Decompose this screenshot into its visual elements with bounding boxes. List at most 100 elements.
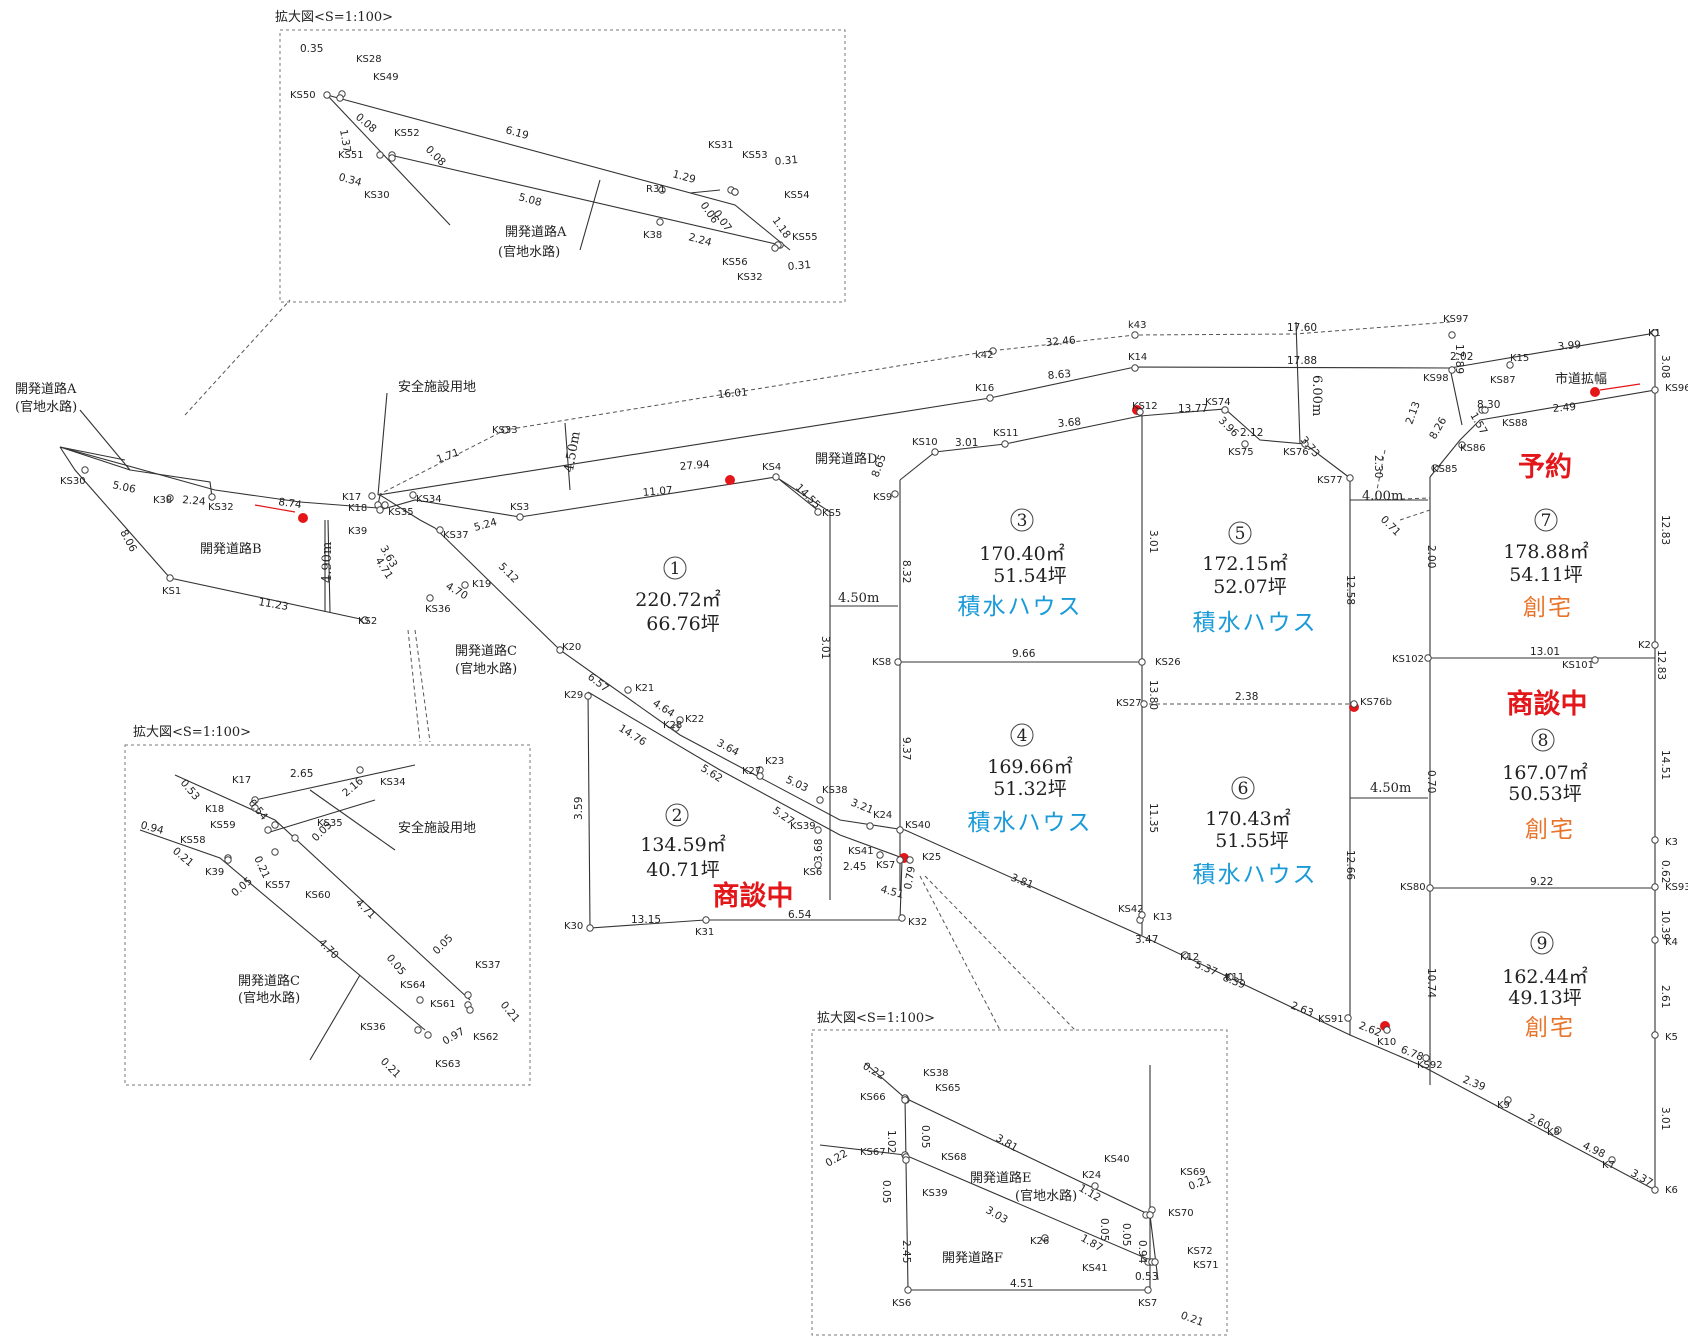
survey-point-label: KS27 — [1116, 698, 1142, 709]
dimension-label: 8.32 — [900, 560, 912, 583]
inset-dimension-label: 0.97 — [441, 1026, 467, 1048]
lot-2-sqm: 134.59㎡ — [640, 833, 725, 856]
survey-point-label: K19 — [472, 579, 491, 590]
survey-point-node — [426, 594, 434, 602]
dimension-label: 6.78 — [1399, 1044, 1425, 1064]
lot-7[interactable]: 予約 7 178.88㎡ 54.11坪 創宅 — [1503, 451, 1588, 621]
lot-1-number: 1 — [670, 559, 681, 579]
survey-point-label: K7 — [1602, 1160, 1615, 1171]
inset-dimension-label: 0.21 — [1179, 1310, 1205, 1329]
inset-dimension-label: 0.21 — [378, 1056, 403, 1081]
dimension-label: 12.58 — [1344, 575, 1356, 605]
survey-point-label: k43 — [1128, 320, 1147, 331]
inset-dimension-label: 0.05 — [431, 932, 456, 957]
lot-3[interactable]: 3 170.40㎡ 51.54坪 積水ハウス — [958, 508, 1083, 620]
inset-point-label: K39 — [205, 867, 224, 878]
survey-point-label: K38 — [153, 495, 172, 506]
survey-point-node — [1144, 1286, 1152, 1294]
lot-9[interactable]: 9 162.44㎡ 49.13坪 創宅 — [1502, 931, 1588, 1041]
inset-point-label: K38 — [643, 230, 662, 241]
survey-point-label: KS38 — [822, 785, 848, 796]
dimension-label: 14.55 — [793, 482, 823, 512]
lot-5[interactable]: 5 172.15㎡ 52.07坪 積水ハウス — [1193, 521, 1318, 636]
dimension-label: 13.15 — [631, 914, 661, 926]
inset-dimension-label: 0.22 — [824, 1148, 850, 1170]
width-600-label: 6.00m — [1309, 375, 1324, 416]
survey-point-label: KS32 — [208, 502, 234, 513]
lot-4-sqm: 169.66㎡ — [987, 755, 1072, 778]
road-c-label-line1: 開発道路C — [455, 643, 517, 659]
lot-8[interactable]: 商談中 8 167.07㎡ 50.53坪 創宅 — [1502, 688, 1587, 843]
lot-3-sqm: 170.40㎡ — [979, 542, 1064, 565]
inset-point-label: KS39 — [922, 1188, 948, 1199]
lot-1[interactable]: 1 220.72㎡ 66.76坪 — [635, 556, 721, 635]
survey-point-label: K8 — [1547, 1127, 1560, 1138]
dimension-label: 0.70 — [1425, 770, 1437, 793]
lot-8-tsubo: 50.53坪 — [1508, 783, 1581, 805]
lot-8-number: 8 — [1538, 731, 1549, 751]
road-labels: 開発道路A (官地水路) 開発道路B 開発道路C (官地水路) 開発道路D 安全… — [15, 371, 1607, 677]
survey-point-node — [416, 996, 424, 1004]
dimension-label: 2.00 — [1425, 545, 1437, 568]
dimension-label: 6.57 — [585, 671, 611, 695]
dimension-label: 3.68 — [1057, 416, 1081, 430]
inset-point-label: KS37 — [475, 960, 501, 971]
inset-point-label: KS54 — [784, 190, 810, 201]
inset-point-label: K24 — [1082, 1170, 1101, 1181]
survey-point-node — [1481, 406, 1489, 414]
inset-point-label: KS57 — [265, 880, 291, 891]
survey-point-node — [368, 492, 376, 500]
survey-point-label: KS91 — [1318, 1014, 1344, 1025]
survey-point-node — [906, 856, 914, 864]
survey-point-node — [1458, 441, 1466, 449]
survey-point-node — [756, 772, 764, 780]
lot-7-number: 7 — [1541, 511, 1552, 531]
inset-dimension-label: 6.19 — [504, 124, 530, 142]
dimension-label: 2.62 — [1357, 1020, 1383, 1040]
survey-point-label: K6 — [1665, 1185, 1678, 1196]
dimension-label: 5.62 — [698, 762, 724, 785]
dimension-label: 2.13 — [1404, 400, 1423, 426]
lot-2[interactable]: 2 134.59㎡ 40.71坪 商談中 — [640, 803, 794, 912]
road-c-inset-line2: (官地水路) — [238, 990, 300, 1006]
survey-point-node — [902, 1156, 910, 1164]
road-a-inset-line1: 開発道路A — [505, 224, 567, 240]
survey-point-label: KS42 — [1118, 904, 1144, 915]
inset-title-c: 拡大図<S=1:100> — [817, 1011, 935, 1026]
survey-point-node — [1138, 658, 1146, 666]
lot-5-tsubo: 52.07坪 — [1213, 576, 1286, 598]
survey-point-label: KS9 — [873, 492, 892, 503]
inset-dimension-label: 0.94 — [139, 819, 165, 837]
survey-point-node — [1344, 1014, 1352, 1022]
survey-point-node — [388, 154, 396, 162]
dimension-label: 0.71 — [1378, 514, 1403, 539]
inset-dimension-label: 1.37 — [337, 128, 353, 153]
road-a-label-line2: (官地水路) — [15, 399, 77, 415]
survey-point-node — [814, 826, 822, 834]
inset-dimension-label: 0.31 — [787, 259, 811, 273]
dimension-label: 14.51 — [1659, 750, 1671, 780]
survey-point-node — [1346, 474, 1354, 482]
survey-point-label: KS11 — [993, 428, 1019, 439]
survey-point-label: KS33 — [492, 425, 518, 436]
inset-dimension-labels: 0.350.081.370.080.346.195.081.290.310.06… — [139, 43, 1213, 1329]
survey-point-label: KS86 — [1460, 443, 1486, 454]
survey-point-label: KS4 — [762, 462, 781, 473]
dimension-label: 3.59 — [573, 797, 585, 820]
survey-point-node — [166, 574, 174, 582]
lot-4[interactable]: 4 169.66㎡ 51.32坪 積水ハウス — [968, 723, 1093, 836]
lot-8-status: 商談中 — [1507, 688, 1588, 720]
road-a-label-line1: 開発道路A — [15, 381, 77, 397]
lot-6[interactable]: 6 170.43㎡ 51.55坪 積水ハウス — [1193, 776, 1318, 888]
survey-point-node — [1226, 973, 1234, 981]
survey-point-node — [1041, 1234, 1049, 1242]
road-d-label: 開発道路D — [815, 451, 877, 467]
lot-4-number: 4 — [1017, 726, 1028, 746]
survey-point-node — [771, 244, 779, 252]
inset-dimension-label: 1.12 — [1077, 1182, 1103, 1204]
survey-point-label: K4 — [1665, 937, 1678, 948]
survey-point-label: KS26 — [1155, 657, 1181, 668]
survey-point-node — [896, 826, 904, 834]
dimension-label: 2.02 — [1450, 351, 1473, 363]
survey-point-node — [1591, 656, 1599, 664]
